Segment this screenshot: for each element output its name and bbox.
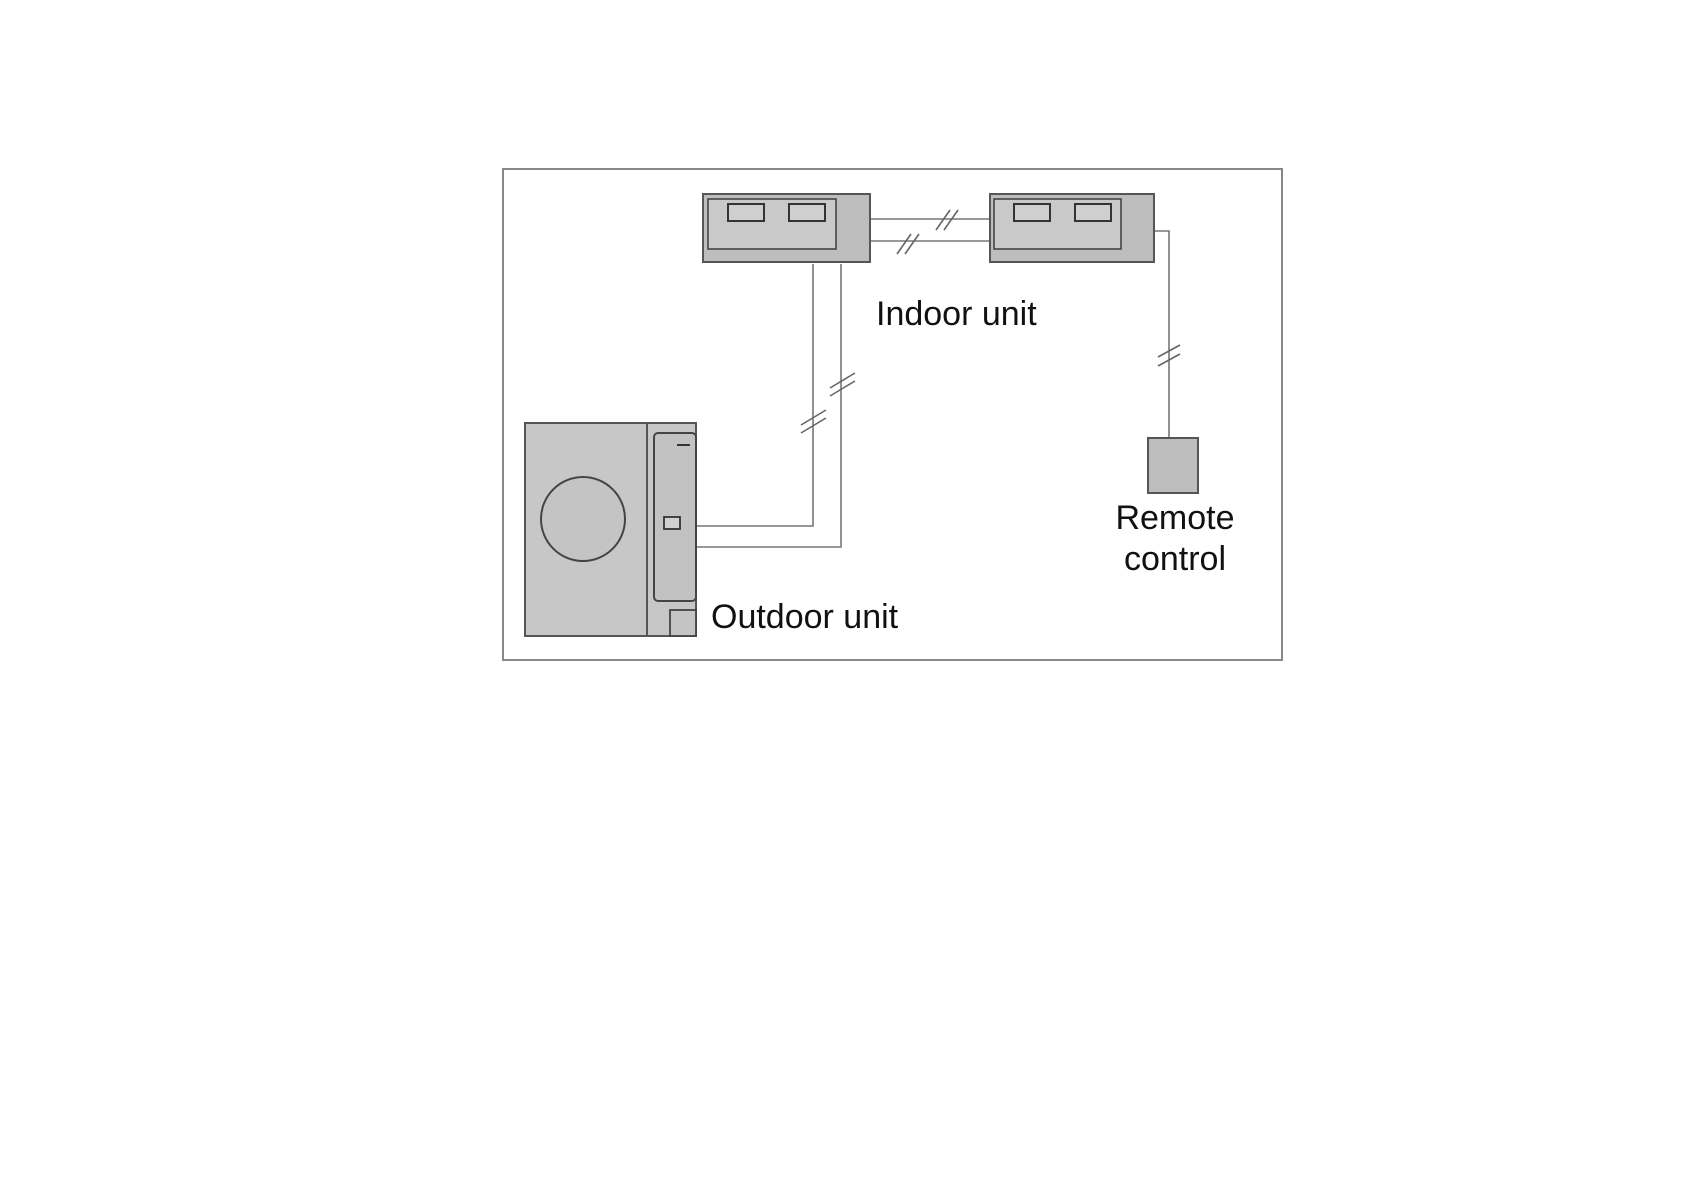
indoor-unit-1-grille-right bbox=[789, 204, 825, 221]
indoor-unit-1 bbox=[703, 194, 870, 262]
outdoor-unit bbox=[525, 423, 696, 636]
indoor-unit-2-grille-left bbox=[1014, 204, 1050, 221]
outdoor-unit-valve bbox=[664, 517, 680, 529]
remote-control-unit bbox=[1148, 438, 1198, 493]
remote-control-label-line2: control bbox=[1085, 539, 1265, 580]
outdoor-unit-fan bbox=[541, 477, 625, 561]
indoor-unit-2 bbox=[990, 194, 1154, 262]
remote-control-label: Remote control bbox=[1085, 498, 1265, 580]
remote-control-label-line1: Remote bbox=[1085, 498, 1265, 539]
indoor-unit-label: Indoor unit bbox=[876, 294, 1037, 335]
indoor-unit-1-grille-left bbox=[728, 204, 764, 221]
outdoor-unit-base-box bbox=[670, 610, 696, 636]
indoor-unit-2-grille-right bbox=[1075, 204, 1111, 221]
outdoor-unit-label: Outdoor unit bbox=[711, 597, 898, 638]
